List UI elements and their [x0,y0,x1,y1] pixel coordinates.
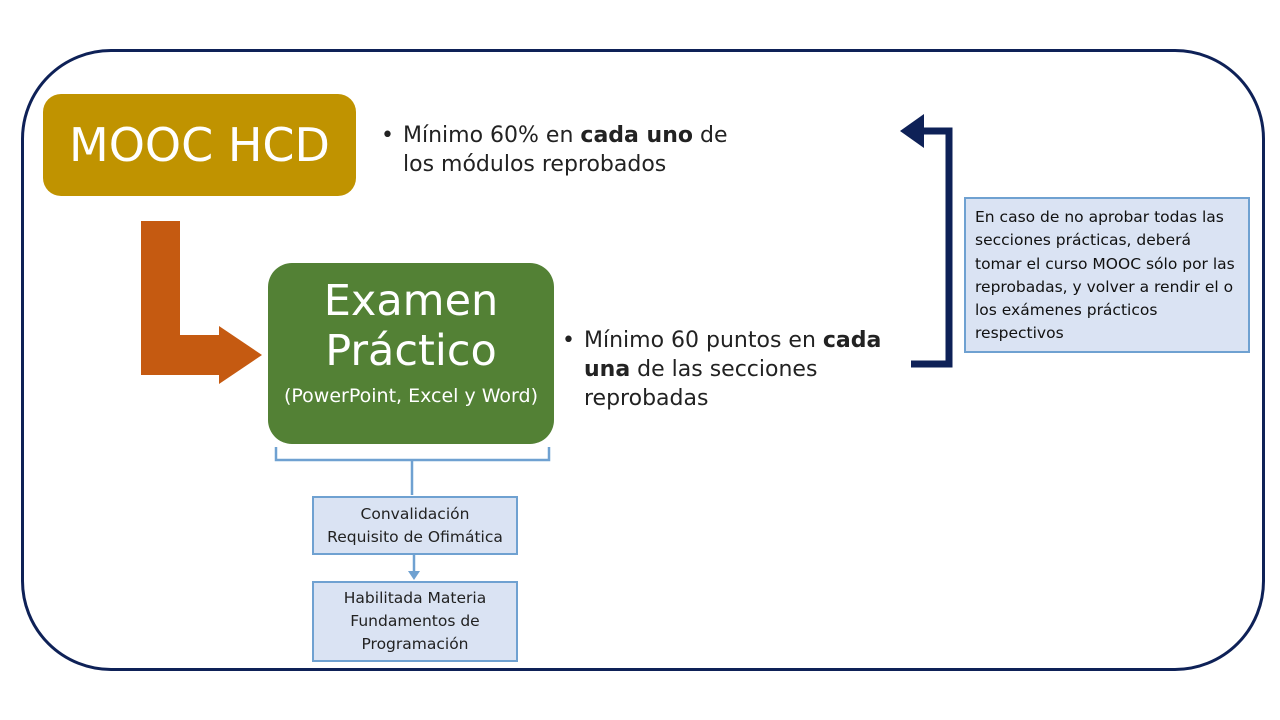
bullet2-bold: cada una [584,328,882,382]
rounded-frame [21,49,1265,671]
exam-brace [274,447,551,495]
habilitada-box: Habilitada Materia Fundamentos de Progra… [312,581,518,662]
bullet-mooc-requirement: •Mínimo 60% en cada uno de los módulos r… [381,123,728,177]
hab-line2: Fundamentos de [350,612,480,630]
convalidacion-box: Convalidación Requisito de Ofimática [312,496,518,555]
bullet-exam-requirement: •Mínimo 60 puntos en cada una de las sec… [562,328,882,411]
bullet-dot: • [381,123,394,148]
conv-to-hab-arrowhead [408,571,420,580]
conv-line2: Requisito de Ofimática [327,527,503,546]
navy-arrow-head [900,114,924,148]
mooc-label: MOOC HCD [69,118,330,172]
exam-line2: Práctico [325,326,497,376]
exam-line1: Examen [323,276,499,326]
conv-line1: Convalidación [360,504,470,523]
hab-line3: Programación [361,635,469,653]
note-text: En caso de no aprobar todas las seccione… [975,208,1235,343]
examen-practico-box: Examen Práctico (PowerPoint, Excel y Wor… [268,263,554,444]
note-box: En caso de no aprobar todas las seccione… [964,197,1250,353]
mooc-hcd-box: MOOC HCD [43,94,356,196]
navy-return-arrow-line [911,127,953,368]
exam-sub: (PowerPoint, Excel y Word) [283,385,538,407]
bullet1-bold: cada uno [580,123,693,148]
bullet-dot: • [562,328,575,353]
orange-l-arrow [141,221,262,384]
hab-line1: Habilitada Materia [343,589,487,607]
